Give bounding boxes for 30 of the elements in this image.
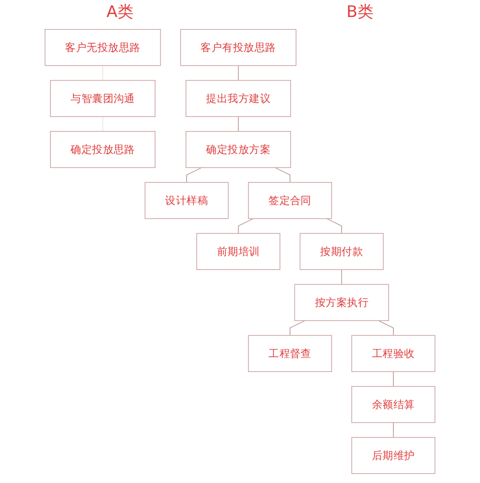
node-box: 前期培训: [196, 233, 280, 270]
node-box: 签定合同: [248, 182, 332, 219]
node-box: 工程验收: [351, 335, 436, 372]
connector: [102, 116, 104, 132]
connector: [186, 167, 202, 183]
node-box: 确定投放思路: [50, 131, 156, 168]
node-box: 按期付款: [300, 233, 384, 270]
node-box: 余额结算: [351, 386, 436, 423]
connector: [393, 422, 394, 438]
column-heading: A类: [106, 2, 134, 22]
connector: [341, 269, 342, 285]
connector: [102, 65, 104, 81]
connector: [290, 320, 306, 336]
column-heading: B类: [346, 2, 374, 22]
connector: [238, 65, 239, 81]
node-box: 客户无投放思路: [44, 29, 161, 66]
node-box: 工程督查: [248, 335, 332, 372]
connector: [378, 320, 394, 336]
connector: [238, 116, 239, 132]
connector: [393, 371, 394, 387]
node-box: 后期维护: [351, 437, 436, 474]
node-box: 提出我方建议: [186, 80, 291, 117]
connector: [274, 167, 290, 183]
node-box: 与智囊团沟通: [50, 80, 156, 117]
connector: [238, 218, 254, 234]
connector: [326, 218, 342, 234]
node-box: 确定投放方案: [186, 131, 291, 168]
node-box: 按方案执行: [294, 284, 389, 321]
node-box: 客户有投放思路: [180, 29, 296, 66]
node-box: 设计样稿: [144, 182, 229, 219]
